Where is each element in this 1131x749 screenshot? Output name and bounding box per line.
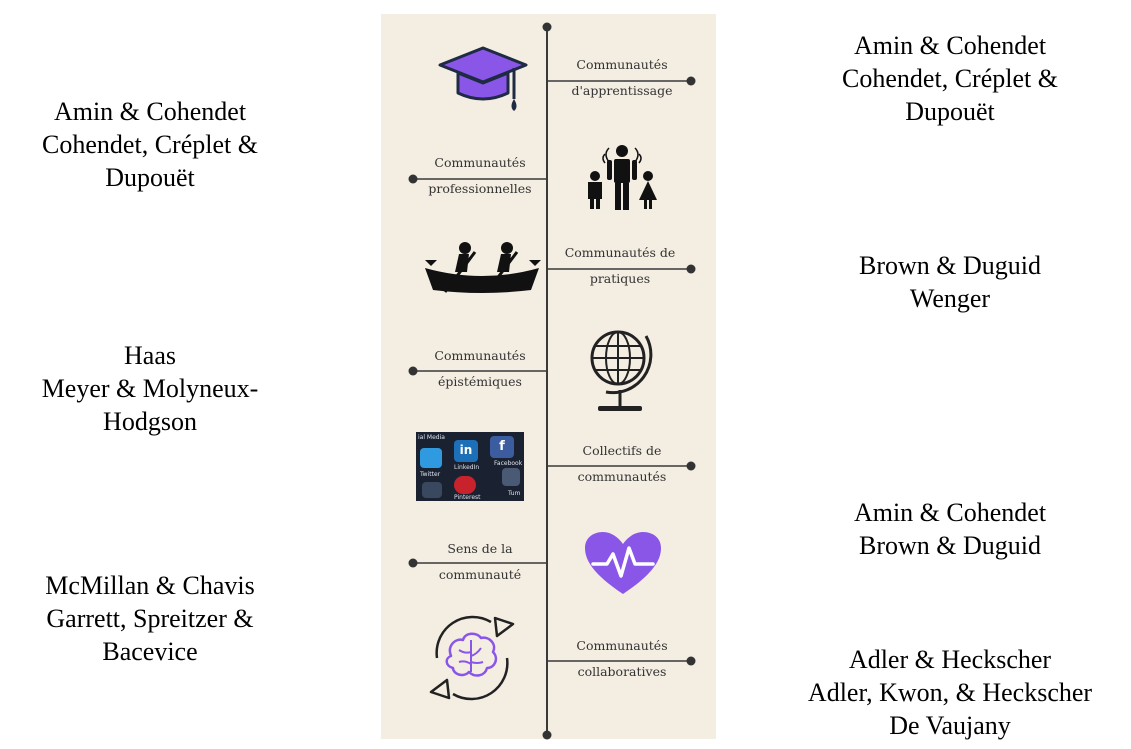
authors-left-2: Haas Meyer & Molyneux- Hodgson: [0, 339, 300, 438]
photo-label: Twitter: [420, 471, 441, 478]
label-line: Collectifs de: [582, 443, 662, 458]
canoe-rowers-icon: [425, 242, 541, 293]
author-line: Cohendet, Créplet &: [42, 130, 258, 159]
photo-label: Tum: [508, 490, 521, 497]
authors-left-1: Amin & Cohendet Cohendet, Créplet & Dupo…: [0, 95, 300, 194]
axis-bottom-dot: [542, 730, 552, 740]
label-communautes-professionnelles: Communautés professionnelles: [415, 150, 545, 202]
author-line: McMillan & Chavis: [45, 571, 255, 600]
facebook-tile: [490, 436, 514, 458]
label-communautes-pratiques: Communautés de pratiques: [553, 240, 687, 292]
authors-right-3: Amin & Cohendet Brown & Duguid: [800, 496, 1100, 562]
author-line: Garrett, Spreitzer &: [46, 604, 254, 633]
facebook-glyph: f: [499, 439, 505, 454]
author-line: Adler, Kwon, & Heckscher: [807, 678, 1093, 707]
social-media-apps-photo: ial Media Twitter in LinkedIn f Facebook…: [416, 432, 524, 501]
author-line: Brown & Duguid: [859, 251, 1041, 280]
author-line: Meyer & Molyneux-: [41, 374, 259, 403]
label-line: d'apprentissage: [571, 83, 673, 98]
label-line: pratiques: [589, 271, 651, 286]
heart-pulse-icon: [585, 532, 661, 594]
author-line: Wenger: [909, 284, 991, 313]
twitter-tile: [420, 448, 442, 468]
label-line: collaboratives: [577, 664, 667, 679]
timeline-panel: [381, 14, 716, 739]
photo-label: LinkedIn: [454, 464, 480, 471]
label-line: Communautés: [576, 57, 668, 72]
axis-top-dot: [542, 22, 552, 32]
label-line: Communautés: [434, 155, 526, 170]
authors-right-4: Adler & Heckscher Adler, Kwon, & Hecksch…: [775, 643, 1125, 742]
author-line: Haas: [124, 341, 176, 370]
photo-label: ial Media: [418, 434, 445, 441]
tumblr-tile: [502, 468, 520, 486]
author-line: Amin & Cohendet: [853, 31, 1047, 60]
label-sens-communaute: Sens de la communauté: [415, 536, 545, 588]
label-communautes-epistemiques: Communautés épistémiques: [415, 343, 545, 395]
label-line: Communautés de: [564, 245, 676, 260]
branch-dot: [686, 461, 696, 471]
author-line: Amin & Cohendet: [53, 97, 247, 126]
app-tile: [422, 482, 442, 498]
author-line: Cohendet, Créplet &: [842, 64, 1058, 93]
author-line: De Vaujany: [889, 711, 1011, 740]
author-line: Bacevice: [102, 637, 198, 666]
branch-dot: [686, 656, 696, 666]
label-line: Communautés: [576, 638, 668, 653]
authors-right-1: Amin & Cohendet Cohendet, Créplet & Dupo…: [800, 29, 1100, 128]
label-collectifs-communautes: Collectifs de communautés: [557, 438, 687, 490]
branch-dot: [408, 366, 418, 376]
author-line: Dupouët: [105, 163, 195, 192]
branch-dot: [686, 76, 696, 86]
linkedin-tile: [454, 440, 478, 462]
label-line: communautés: [577, 469, 667, 484]
author-line: Dupouët: [905, 97, 995, 126]
author-line: Hodgson: [103, 407, 197, 436]
label-communautes-collaboratives: Communautés collaboratives: [557, 633, 687, 685]
label-line: Communautés: [434, 348, 526, 363]
authors-right-2: Brown & Duguid Wenger: [800, 249, 1100, 315]
label-line: communauté: [438, 567, 522, 582]
globe-icon: [590, 330, 653, 411]
branch-dot: [408, 174, 418, 184]
author-line: Brown & Duguid: [859, 531, 1041, 560]
branch-dot: [408, 558, 418, 568]
label-line: professionnelles: [428, 181, 532, 196]
professionals-group-icon: [588, 145, 657, 210]
author-line: Amin & Cohendet: [853, 498, 1047, 527]
pinterest-tile: [454, 476, 476, 494]
graduation-cap-icon: [438, 46, 528, 111]
authors-left-3: McMillan & Chavis Garrett, Spreitzer & B…: [0, 569, 300, 668]
brain-cycle-icon: [429, 615, 515, 701]
branch-dot: [686, 264, 696, 274]
photo-label: Pinterest: [454, 494, 481, 501]
label-communautes-apprentissage: Communautés d'apprentissage: [557, 52, 687, 104]
label-line: Sens de la: [447, 541, 513, 556]
linkedin-glyph: in: [459, 443, 473, 457]
photo-label: Facebook: [494, 460, 523, 467]
label-line: épistémiques: [438, 374, 522, 389]
author-line: Adler & Heckscher: [848, 645, 1052, 674]
